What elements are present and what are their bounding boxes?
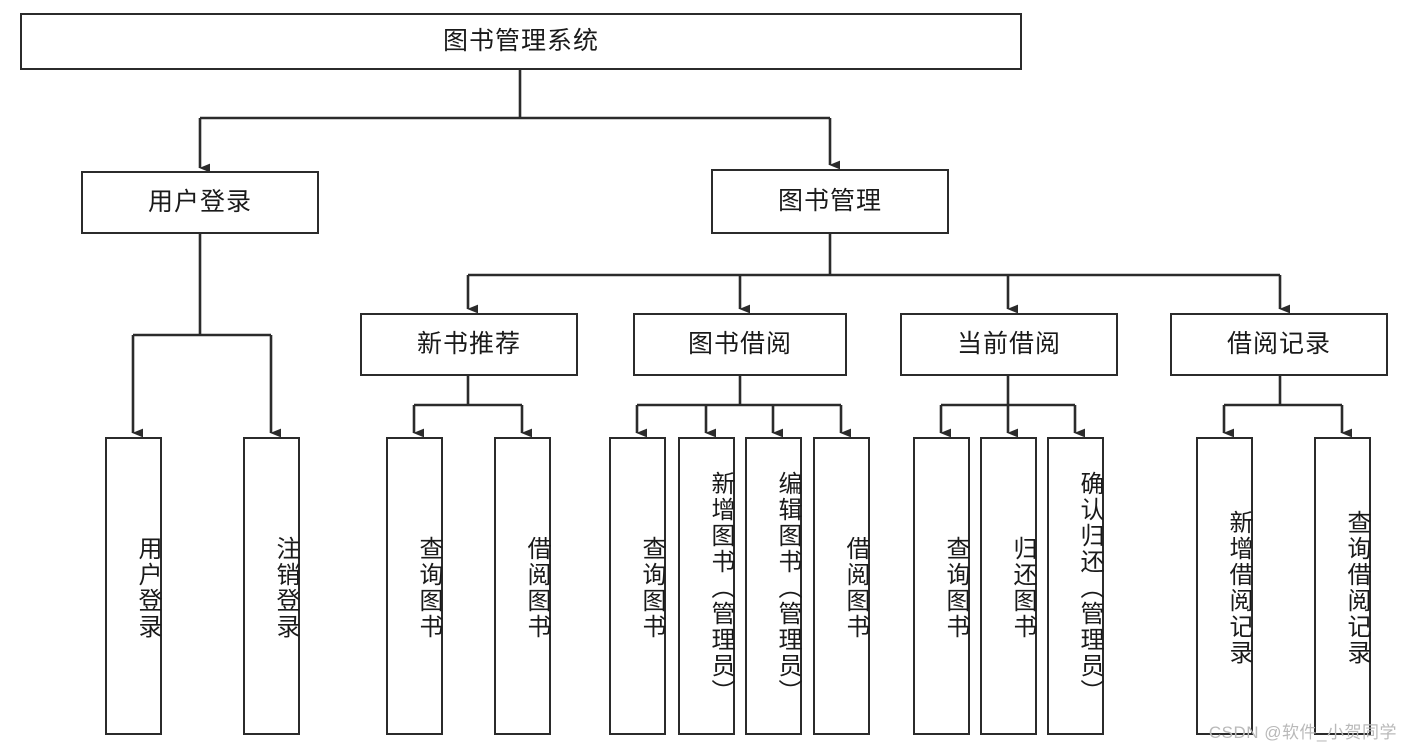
node-label: 用户登录 [147, 187, 252, 216]
node-book-management[interactable]: 图书管理 [711, 169, 949, 234]
root-connectors [198, 70, 841, 173]
node-label: 借阅图书 [842, 536, 869, 640]
node-label: 查询借阅记录 [1343, 510, 1370, 666]
node-label: 查询图书 [638, 536, 665, 640]
node-borrow-record[interactable]: 借阅记录 [1170, 313, 1388, 376]
node-label: 新增图书（管理员） [707, 471, 734, 705]
node-label: 确认归还（管理员） [1076, 471, 1103, 705]
leaf-record-add-record[interactable]: 新增借阅记录 [1196, 437, 1253, 735]
node-label: 查询图书 [415, 536, 442, 640]
leaf-borrow-query-book[interactable]: 查询图书 [609, 437, 666, 735]
node-label: 图书管理系统 [442, 26, 599, 55]
leaf-current-query-book[interactable]: 查询图书 [913, 437, 970, 735]
node-label: 借阅记录 [1226, 329, 1331, 358]
current-borrow-connectors [939, 376, 1086, 438]
node-new-book-recommend[interactable]: 新书推荐 [360, 313, 578, 376]
book-manage-connectors [466, 234, 1291, 314]
book-borrow-connectors [635, 376, 852, 438]
leaf-current-confirm-return[interactable]: 确认归还（管理员） [1047, 437, 1104, 735]
leaf-borrow-add-book[interactable]: 新增图书（管理员） [678, 437, 735, 735]
leaf-record-query-record[interactable]: 查询借阅记录 [1314, 437, 1371, 735]
node-label: 归还图书 [1009, 536, 1036, 640]
node-label: 查询图书 [942, 536, 969, 640]
new-book-connectors [412, 376, 533, 438]
leaf-user-login-login[interactable]: 用户登录 [105, 437, 162, 735]
leaf-new-book-borrow[interactable]: 借阅图书 [494, 437, 551, 735]
node-label: 用户登录 [134, 536, 161, 640]
borrow-record-connectors [1222, 376, 1353, 438]
node-label: 当前借阅 [956, 329, 1061, 358]
node-label: 借阅图书 [523, 536, 550, 640]
leaf-borrow-edit-book[interactable]: 编辑图书（管理员） [745, 437, 802, 735]
node-label: 编辑图书（管理员） [774, 471, 801, 705]
node-current-borrow[interactable]: 当前借阅 [900, 313, 1118, 376]
leaf-current-return-book[interactable]: 归还图书 [980, 437, 1037, 735]
node-book-borrow[interactable]: 图书借阅 [633, 313, 847, 376]
leaf-user-login-logout[interactable]: 注销登录 [243, 437, 300, 735]
leaf-new-book-query[interactable]: 查询图书 [386, 437, 443, 735]
node-label: 新增借阅记录 [1225, 510, 1252, 666]
node-label: 注销登录 [272, 536, 299, 640]
node-label: 图书管理 [777, 186, 882, 215]
node-user-login[interactable]: 用户登录 [81, 171, 319, 234]
leaf-borrow-borrow-book[interactable]: 借阅图书 [813, 437, 870, 735]
user-login-connectors [131, 234, 282, 438]
node-label: 新书推荐 [416, 329, 521, 358]
node-label: 图书借阅 [687, 329, 792, 358]
node-root-system[interactable]: 图书管理系统 [20, 13, 1022, 70]
